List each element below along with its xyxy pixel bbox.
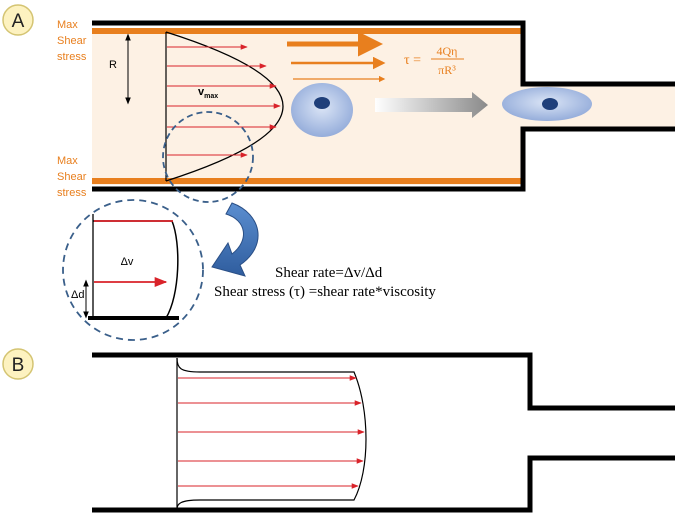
shear-band-top bbox=[92, 28, 523, 34]
panel-b-badge: B bbox=[2, 348, 34, 380]
panel-a: A Max Shear stress Max Shear stress R bbox=[2, 4, 675, 341]
zoom-region-circle bbox=[162, 111, 254, 203]
max-shear-label-top: Max Shear stress bbox=[57, 19, 89, 63]
plug-flow-profile bbox=[176, 357, 367, 510]
vessel-wall-bottom-b bbox=[92, 455, 675, 513]
parabolic-velocity-profile bbox=[165, 31, 284, 182]
vmax-label: vmax bbox=[198, 86, 218, 100]
svg-text:τ =: τ = bbox=[404, 53, 421, 68]
shear-stress-formula: τ = 4Qη πR³ bbox=[404, 44, 464, 77]
zoom-detail-circle bbox=[62, 199, 204, 341]
max-shear-label-bottom: Max Shear stress bbox=[57, 155, 89, 199]
shear-band-bottom bbox=[92, 178, 523, 184]
shear-rate-formula: Shear rate=Δv/Δd bbox=[275, 265, 383, 281]
curved-arrow-icon bbox=[211, 202, 259, 277]
shear-stress-definition: Shear stress (τ) =shear rate*viscosity bbox=[214, 284, 436, 300]
transition-arrow bbox=[375, 92, 488, 118]
endothelial-cell-icon bbox=[291, 83, 353, 137]
flow-arrows bbox=[287, 31, 386, 83]
radius-label: R bbox=[109, 59, 117, 71]
vessel-wall-bottom bbox=[92, 126, 675, 192]
velocity-arrows-a bbox=[167, 44, 281, 158]
panel-a-letter: A bbox=[12, 11, 25, 32]
panel-a-badge: A bbox=[2, 4, 34, 36]
vessel-wall-top bbox=[92, 20, 675, 87]
delta-d-label: Δd bbox=[71, 289, 84, 301]
panel-b-letter: B bbox=[12, 355, 25, 376]
elongated-cell-icon bbox=[502, 87, 592, 121]
velocity-arrows-b bbox=[178, 375, 365, 489]
zoom-profile-curve bbox=[93, 220, 179, 319]
zoom-detail: Δv Δd bbox=[62, 199, 204, 341]
panel-b: B bbox=[2, 348, 675, 513]
vessel-wall-top-b bbox=[92, 352, 675, 411]
svg-text:4Qη: 4Qη bbox=[437, 44, 458, 58]
svg-text:πR³: πR³ bbox=[438, 63, 456, 77]
delta-v-label: Δv bbox=[121, 256, 134, 268]
